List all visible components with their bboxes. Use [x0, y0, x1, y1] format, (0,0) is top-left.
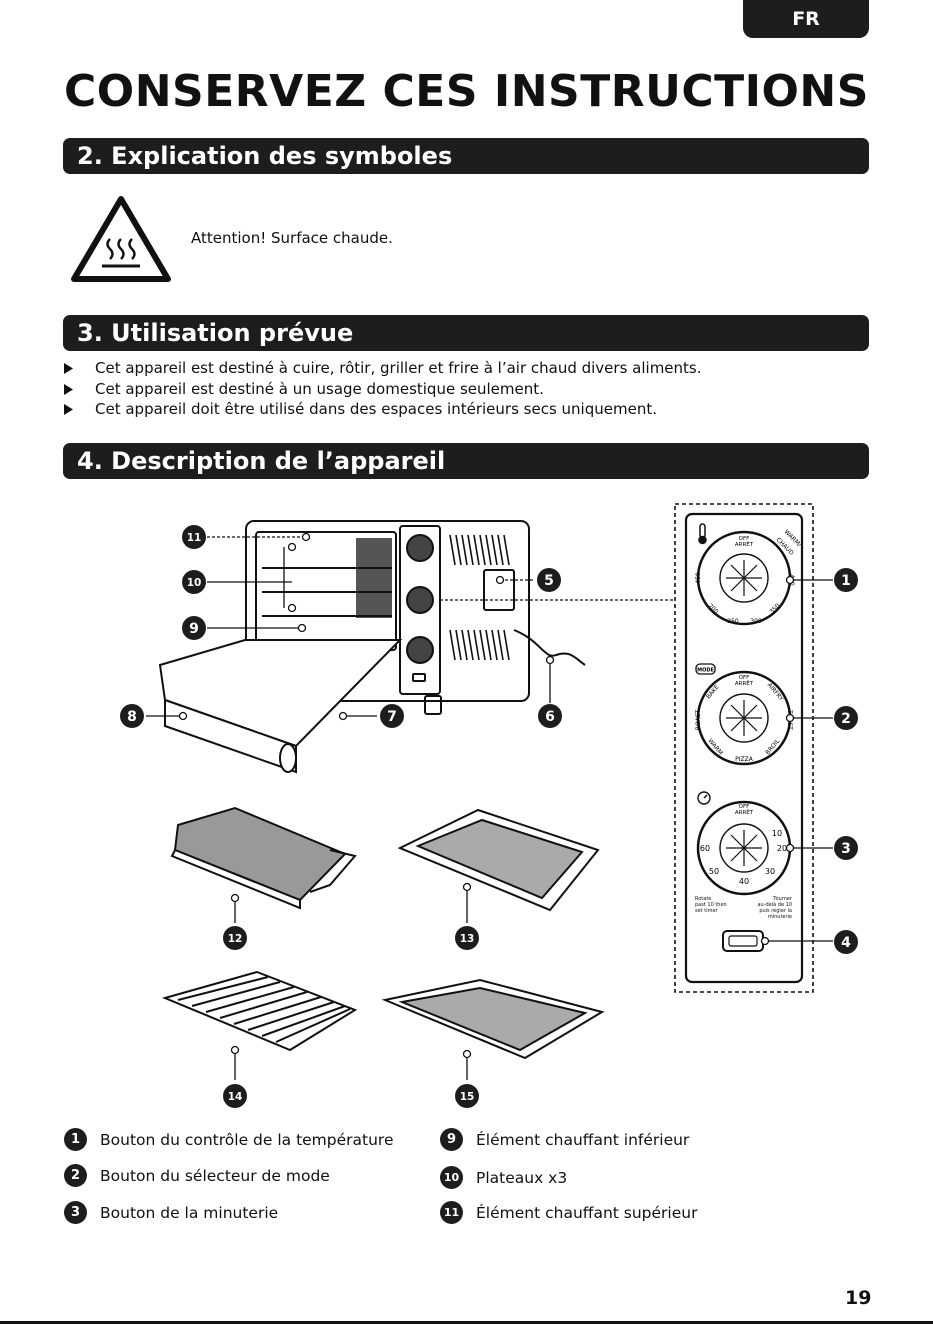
svg-text:puis régler la: puis régler la: [759, 907, 792, 914]
callout-5: 5: [537, 568, 561, 592]
section-header-intended-use: 3. Utilisation prévue: [63, 315, 869, 351]
mode-label: MODE: [697, 668, 714, 674]
callout-12: 12: [223, 926, 247, 950]
svg-text:6: 6: [545, 709, 555, 725]
mode-selector-knob[interactable]: OFF ARRÊT BAKE AIRFRY TOAST BROIL PIZZA …: [695, 670, 793, 766]
svg-text:15: 15: [460, 1091, 475, 1103]
svg-text:12: 12: [228, 933, 243, 945]
callout-8: 8: [120, 704, 144, 728]
bullet-icon: [64, 383, 73, 395]
svg-text:5: 5: [544, 573, 554, 589]
callout-13: 13: [455, 926, 479, 950]
temp-arret-label: ARRÊT: [735, 540, 754, 548]
temperature-knob[interactable]: OFF ARRÊT WARM/ CHAUD 200 250 300 350 40…: [695, 528, 803, 626]
timer-scale-label: 40: [739, 877, 749, 886]
timer-scale-label: 20: [777, 844, 787, 853]
timer-scale-label: 50: [709, 867, 719, 876]
timer-icon: [697, 791, 711, 805]
timer-arret-label: ARRÊT: [735, 808, 754, 816]
mode-option-label: PIZZA: [735, 756, 754, 763]
svg-text:7: 7: [387, 709, 397, 725]
list-item: Cet appareil est destiné à un usage dome…: [64, 379, 702, 400]
svg-text:8: 8: [127, 709, 137, 725]
callout-4: 4: [834, 930, 858, 954]
symbol-description: Attention! Surface chaude.: [191, 229, 393, 247]
thermometer-icon: [698, 523, 707, 545]
section-header-description: 4. Description de l’appareil: [63, 443, 869, 479]
oven-illustration: [158, 520, 586, 774]
svg-text:14: 14: [228, 1091, 243, 1103]
svg-text:13: 13: [460, 933, 475, 945]
temp-scale-label: 300: [750, 618, 762, 625]
temp-off-label: OFF: [739, 536, 750, 542]
callout-6: 6: [538, 704, 562, 728]
svg-text:3: 3: [841, 841, 851, 857]
page-title: CONSERVEZ CES INSTRUCTIONS: [64, 66, 869, 117]
callout-2: 2: [834, 706, 858, 730]
callout-9: 9: [182, 616, 206, 640]
mode-arret-label: ARRÊT: [735, 679, 754, 687]
leader-lines: [146, 536, 833, 1080]
accessory-air-fry-basket: [170, 806, 357, 910]
callout-3: 3: [834, 836, 858, 860]
timer-scale-label: 30: [765, 867, 775, 876]
hot-surface-warning-icon: [71, 196, 171, 282]
svg-text:2: 2: [841, 711, 851, 727]
language-tab: FR: [743, 0, 869, 38]
callout-10: 10: [182, 570, 206, 594]
svg-text:11: 11: [187, 532, 202, 544]
temp-scale-label: 250: [727, 618, 739, 625]
svg-text:10: 10: [187, 577, 202, 589]
accessory-baking-pan: [397, 808, 600, 912]
svg-text:Tourner: Tourner: [772, 896, 793, 902]
svg-text:au-delà de 10: au-delà de 10: [757, 901, 792, 908]
timer-knob[interactable]: OFF ARRÊT 10 20 30 40 50 60: [696, 800, 792, 896]
callout-1: 1: [834, 568, 858, 592]
accessory-crumb-tray: [381, 978, 605, 1060]
page-number: 19: [845, 1287, 872, 1309]
appliance-diagram: OFF ARRÊT WARM/ CHAUD 200 250 300 350 40…: [120, 503, 858, 1108]
list-item: Cet appareil est destiné à cuire, rôtir,…: [64, 358, 702, 379]
mode-option-label: ROAST: [695, 709, 702, 730]
bullet-icon: [64, 404, 73, 415]
bottom-rule: [0, 1321, 933, 1324]
svg-text:9: 9: [189, 621, 199, 637]
svg-text:past 10 then: past 10 then: [695, 902, 727, 908]
svg-text:set timer: set timer: [695, 908, 719, 914]
timer-off-label: OFF: [739, 804, 750, 810]
bullet-icon: [64, 363, 73, 374]
temp-scale-label: 450: [695, 572, 702, 584]
mode-off-label: OFF: [739, 675, 750, 681]
callout-7: 7: [380, 704, 404, 728]
symbol-row: Attention! Surface chaude.: [70, 195, 570, 285]
timer-scale-label: 60: [700, 844, 710, 853]
timer-instructions: Rotate past 10 then set timer Tourner au…: [695, 896, 793, 920]
svg-text:4: 4: [841, 935, 851, 951]
svg-text:Rotate: Rotate: [695, 896, 711, 902]
section-header-symbols: 2. Explication des symboles: [63, 138, 869, 174]
list-item: Cet appareil doit être utilisé dans des …: [64, 399, 702, 420]
mode-label-box: [695, 663, 716, 675]
callout-14: 14: [223, 1084, 247, 1108]
intended-use-list: Cet appareil est destiné à cuire, rôtir,…: [64, 358, 702, 420]
svg-text:minuterie: minuterie: [768, 914, 792, 920]
timer-scale-label: 10: [772, 829, 782, 838]
callout-15: 15: [455, 1084, 479, 1108]
svg-text:1: 1: [841, 573, 851, 589]
callout-11: 11: [182, 525, 206, 549]
accessory-wire-rack: [161, 970, 358, 1052]
